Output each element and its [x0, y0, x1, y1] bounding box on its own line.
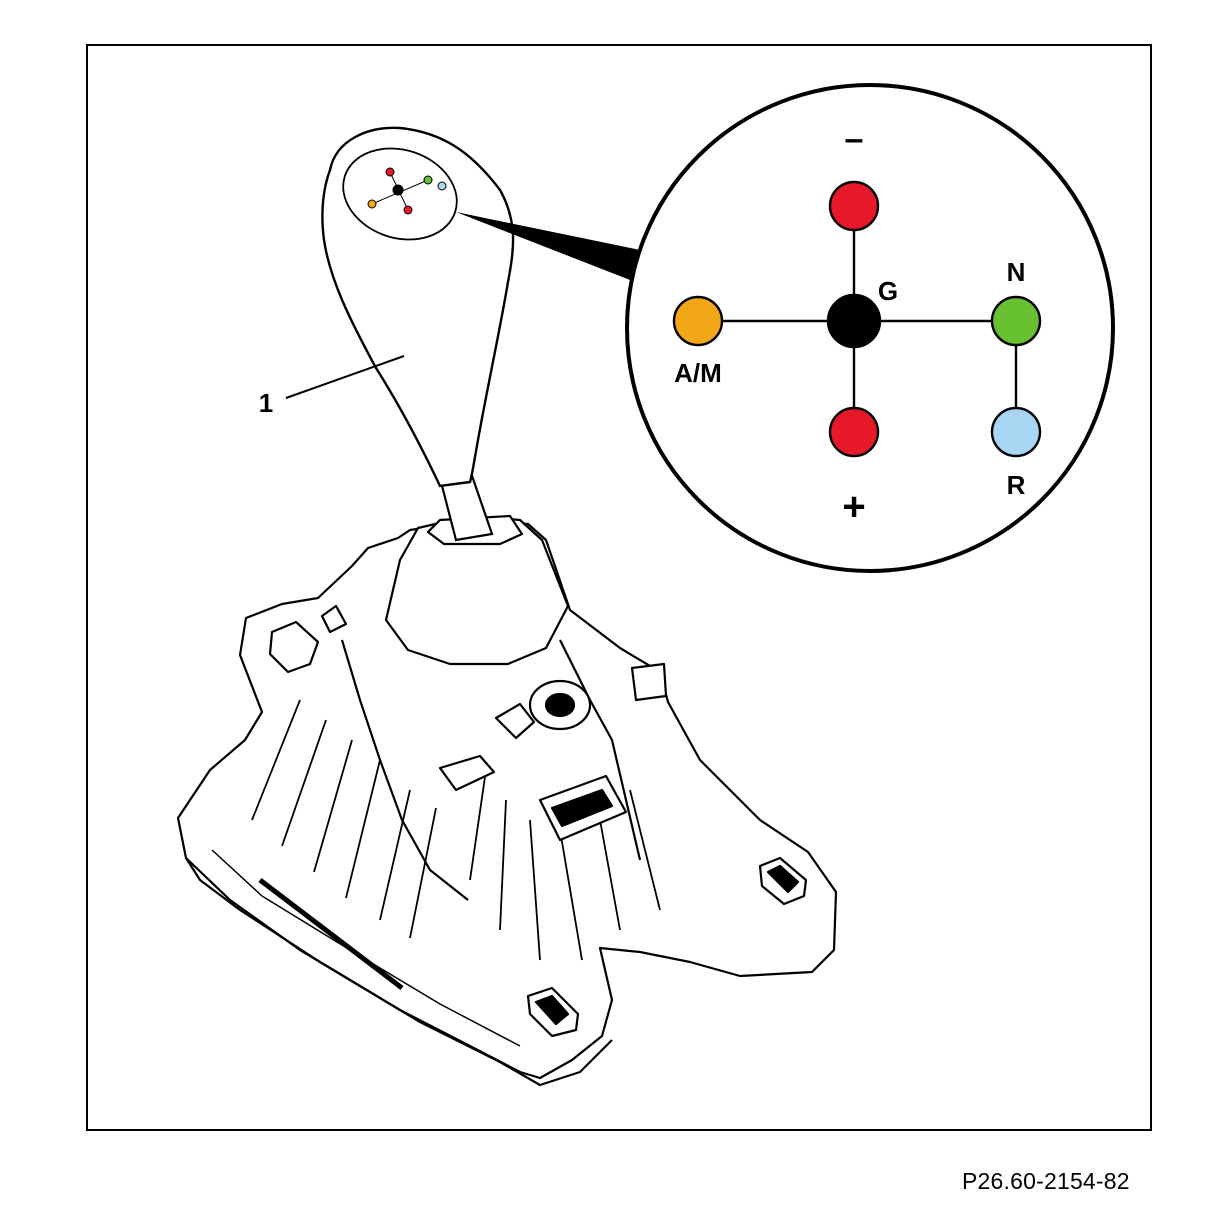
n-label: N	[1007, 257, 1026, 287]
plus-position-dot	[828, 406, 880, 458]
g-label: G	[878, 276, 898, 306]
plus-label: +	[842, 485, 865, 529]
knob-mini-pattern	[367, 167, 447, 215]
r-label: R	[1007, 470, 1026, 500]
am-position-dot	[672, 295, 724, 347]
shifter-base	[176, 514, 838, 1087]
am-label: A/M	[674, 358, 722, 388]
n-position-dot	[990, 295, 1042, 347]
r-position-dot	[990, 406, 1042, 458]
shift-pattern-magnifier: – + G N R A/M	[625, 83, 1115, 573]
callout-number-1: 1	[259, 388, 273, 418]
g-position-dot	[826, 293, 882, 349]
minus-label: –	[845, 120, 864, 158]
magnifier-pointer	[456, 212, 640, 280]
callout-leader-1	[285, 355, 405, 399]
minus-position-dot	[828, 180, 880, 232]
figure-code: P26.60-2154-82	[962, 1168, 1130, 1194]
